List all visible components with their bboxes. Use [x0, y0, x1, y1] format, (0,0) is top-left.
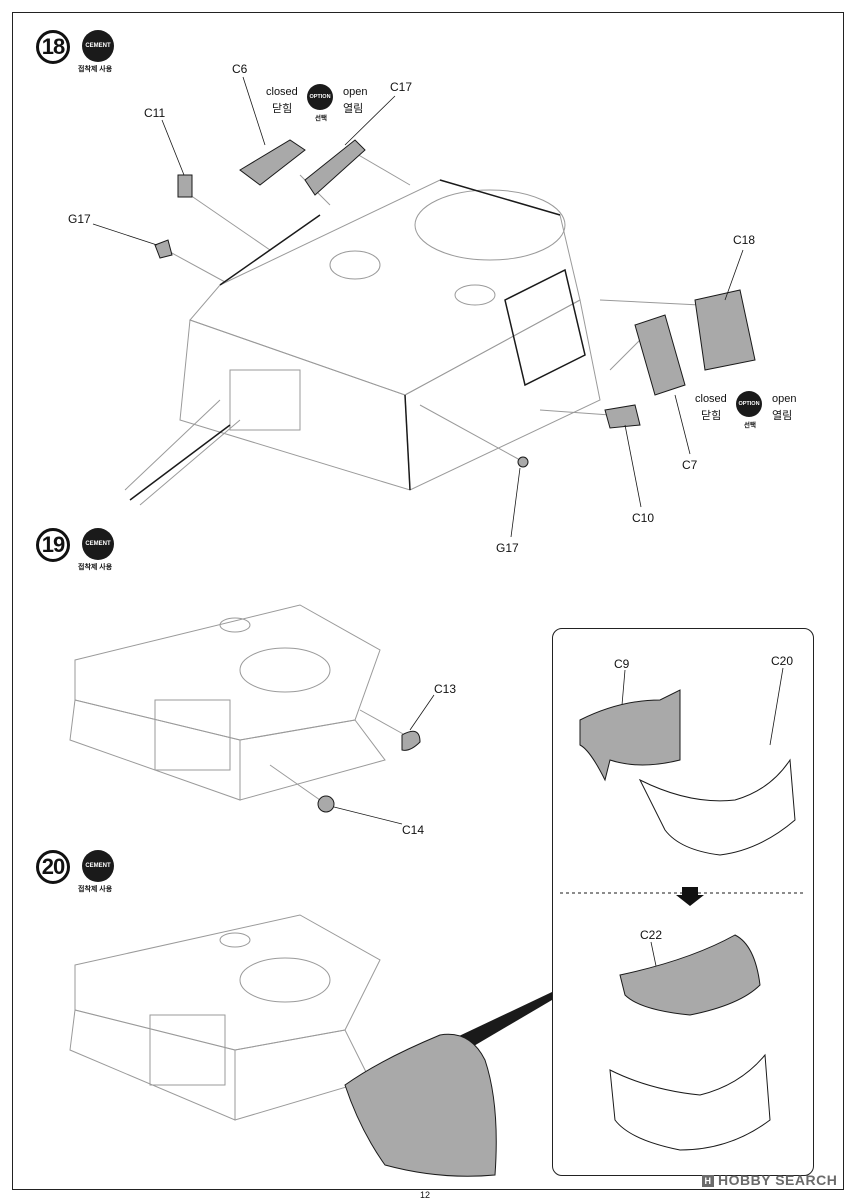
option-top-open-ko: 열림: [343, 103, 364, 115]
hobby-search-logo-icon: H: [702, 1175, 714, 1187]
label-c7: C7: [682, 458, 698, 472]
label-c22: C22: [640, 928, 663, 942]
option-right-open-ko: 열림: [772, 410, 793, 422]
label-c6: C6: [232, 62, 248, 76]
cement-caption: 접착제 사용: [78, 564, 113, 571]
label-c18: C18: [733, 233, 756, 247]
part-c7: [634, 314, 686, 396]
option-icon: OPTION: [307, 84, 333, 110]
part-g17-top: [154, 239, 173, 259]
turret-18-front: [404, 299, 601, 491]
label-g17-bottom: G17: [496, 541, 519, 555]
label-c17: C17: [390, 80, 413, 94]
watermark: H HOBBY SEARCH: [702, 1172, 837, 1188]
option-right-open-en: open: [772, 393, 797, 405]
turret-20-top: [74, 914, 381, 1051]
part-c6: [239, 139, 306, 186]
turret-18-top: [189, 179, 581, 396]
cement-icon: CEMENT: [82, 850, 114, 882]
turret-19-top: [74, 604, 381, 741]
part-c20-lower: [609, 1053, 771, 1151]
part-c13: [401, 730, 421, 751]
cement-caption: 접착제 사용: [78, 886, 113, 893]
label-c13: C13: [434, 682, 457, 696]
cement-caption: 접착제 사용: [78, 66, 113, 73]
part-c17: [304, 139, 366, 196]
page-border: [12, 12, 844, 1190]
step-19-number: 19: [36, 528, 70, 562]
label-g17-top: G17: [68, 212, 91, 226]
option-right-ko: 선택: [744, 422, 756, 429]
label-c14: C14: [402, 823, 425, 837]
turret-19-side: [69, 699, 241, 801]
turret-20-front: [234, 1029, 371, 1121]
part-c20: [638, 758, 796, 856]
label-c20: C20: [771, 654, 794, 668]
option-top-open-en: open: [343, 86, 368, 98]
part-g17-bottom: [517, 456, 529, 468]
part-assembly-20: [344, 1033, 497, 1177]
turret-19-front: [239, 719, 386, 801]
arrow-down-icon: [676, 887, 704, 906]
cement-icon: CEMENT: [82, 30, 114, 62]
label-c10: C10: [632, 511, 655, 525]
part-c10: [604, 404, 641, 429]
label-c11: C11: [144, 106, 166, 120]
option-top-closed-ko: 닫힘: [272, 103, 293, 115]
option-top-closed-en: closed: [266, 86, 298, 98]
part-c9: [579, 689, 681, 782]
option-top-ko: 선택: [315, 115, 327, 122]
detail-inset: [552, 628, 814, 1176]
option-right-closed-ko: 닫힘: [701, 410, 722, 422]
watermark-text: HOBBY SEARCH: [718, 1172, 838, 1188]
page-number: 12: [420, 1190, 431, 1200]
cement-icon: CEMENT: [82, 528, 114, 560]
turret-20-side: [69, 1009, 236, 1121]
step-20-number: 20: [36, 850, 70, 884]
part-c22: [619, 934, 761, 1016]
part-c14: [317, 795, 335, 813]
option-icon: OPTION: [736, 391, 762, 417]
part-c18: [694, 289, 756, 371]
option-right-closed-en: closed: [695, 393, 727, 405]
step-18-number: 18: [36, 30, 70, 64]
part-c11: [177, 174, 193, 198]
label-c9: C9: [614, 657, 630, 671]
